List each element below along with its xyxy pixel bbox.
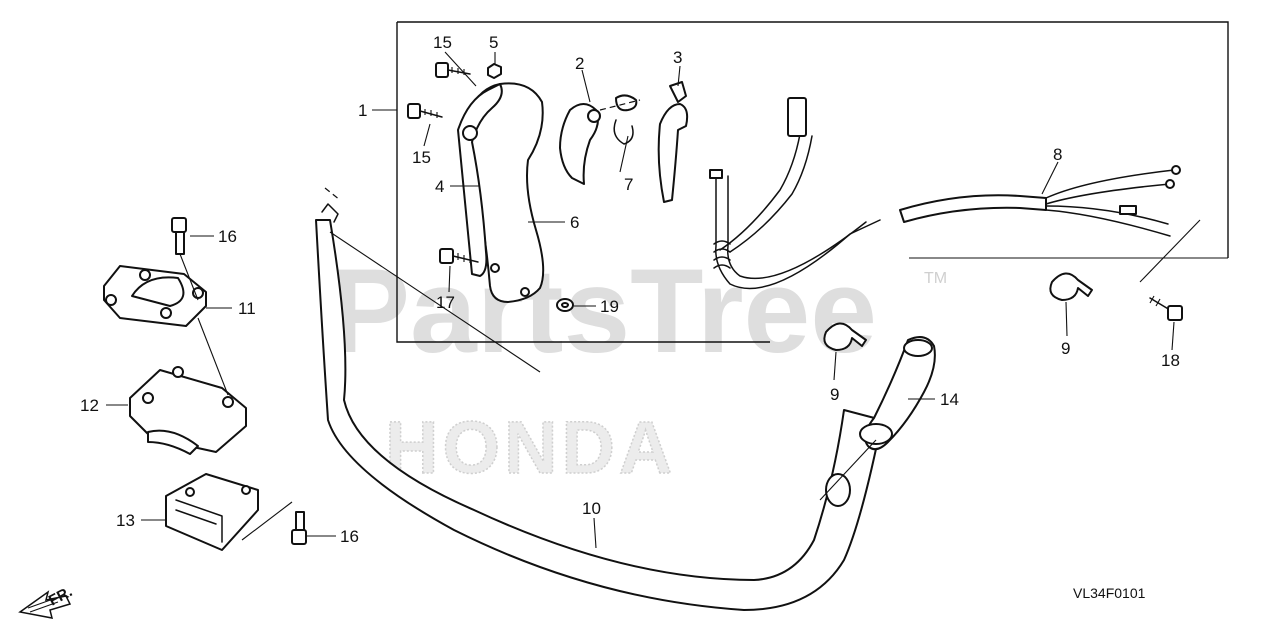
callout-12: 12 (80, 396, 99, 415)
callout-16-top: 16 (218, 227, 237, 246)
clamp-bracket-13 (165, 473, 259, 551)
bolt-18 (1149, 295, 1183, 321)
leader-lines (106, 51, 1175, 549)
callout-17: 17 (436, 293, 455, 312)
diagram-code: VL34F0101 (1073, 585, 1146, 601)
callout-13: 13 (116, 511, 135, 530)
grip-14 (819, 336, 936, 501)
callout-19: 19 (600, 297, 619, 316)
callout-14: 14 (940, 390, 959, 409)
clamp-9-left (823, 322, 867, 351)
callout-9-right: 9 (1061, 339, 1070, 358)
leader-11-12 (197, 317, 229, 396)
watermark: PartsTree TM HONDA (330, 244, 947, 490)
callout-16-bottom: 16 (340, 527, 359, 546)
nut-5 (487, 63, 502, 79)
front-direction-arrow-icon (18, 590, 72, 619)
callouts: 1 2 3 4 5 6 7 8 9 9 10 11 12 13 14 15 15… (80, 33, 1180, 546)
callout-18: 18 (1161, 351, 1180, 370)
clamp-bracket-11 (103, 265, 207, 327)
bolt-15-mid (407, 103, 443, 119)
bolt-16-bottom (241, 501, 307, 545)
callout-11: 11 (238, 299, 256, 318)
trademark-mark: TM (924, 270, 947, 287)
bolt-17 (439, 248, 479, 264)
callout-4: 4 (435, 177, 444, 196)
wire-harness (709, 97, 881, 290)
callout-15-mid: 15 (412, 148, 431, 167)
clamp-9-right (1049, 272, 1093, 301)
callout-7: 7 (624, 175, 633, 194)
spring-7 (599, 94, 641, 145)
callout-1: 1 (358, 101, 367, 120)
cable-bundle-8 (899, 165, 1181, 237)
assembly-box-outline (397, 21, 1229, 258)
bolt-15-top (435, 62, 471, 78)
callout-8: 8 (1053, 145, 1062, 164)
leader-18-dash (1139, 219, 1201, 283)
callout-5: 5 (489, 33, 498, 52)
honda-logo-watermark: HONDA (385, 406, 676, 489)
callout-10: 10 (582, 499, 601, 518)
bolt-16-top (171, 217, 199, 301)
callout-3: 3 (673, 48, 682, 67)
assembly-box-outline-left (396, 22, 770, 343)
throttle-trigger-2 (559, 103, 601, 185)
stop-switch-3 (657, 81, 689, 203)
callout-2: 2 (575, 54, 584, 73)
callout-9-left: 9 (830, 385, 839, 404)
clamp-bracket-12 (129, 366, 247, 455)
throttle-handle-housing (457, 82, 545, 303)
partstree-watermark: PartsTree (330, 244, 877, 378)
callout-15-top: 15 (433, 33, 452, 52)
washer-19 (556, 298, 574, 312)
callout-6: 6 (570, 213, 579, 232)
